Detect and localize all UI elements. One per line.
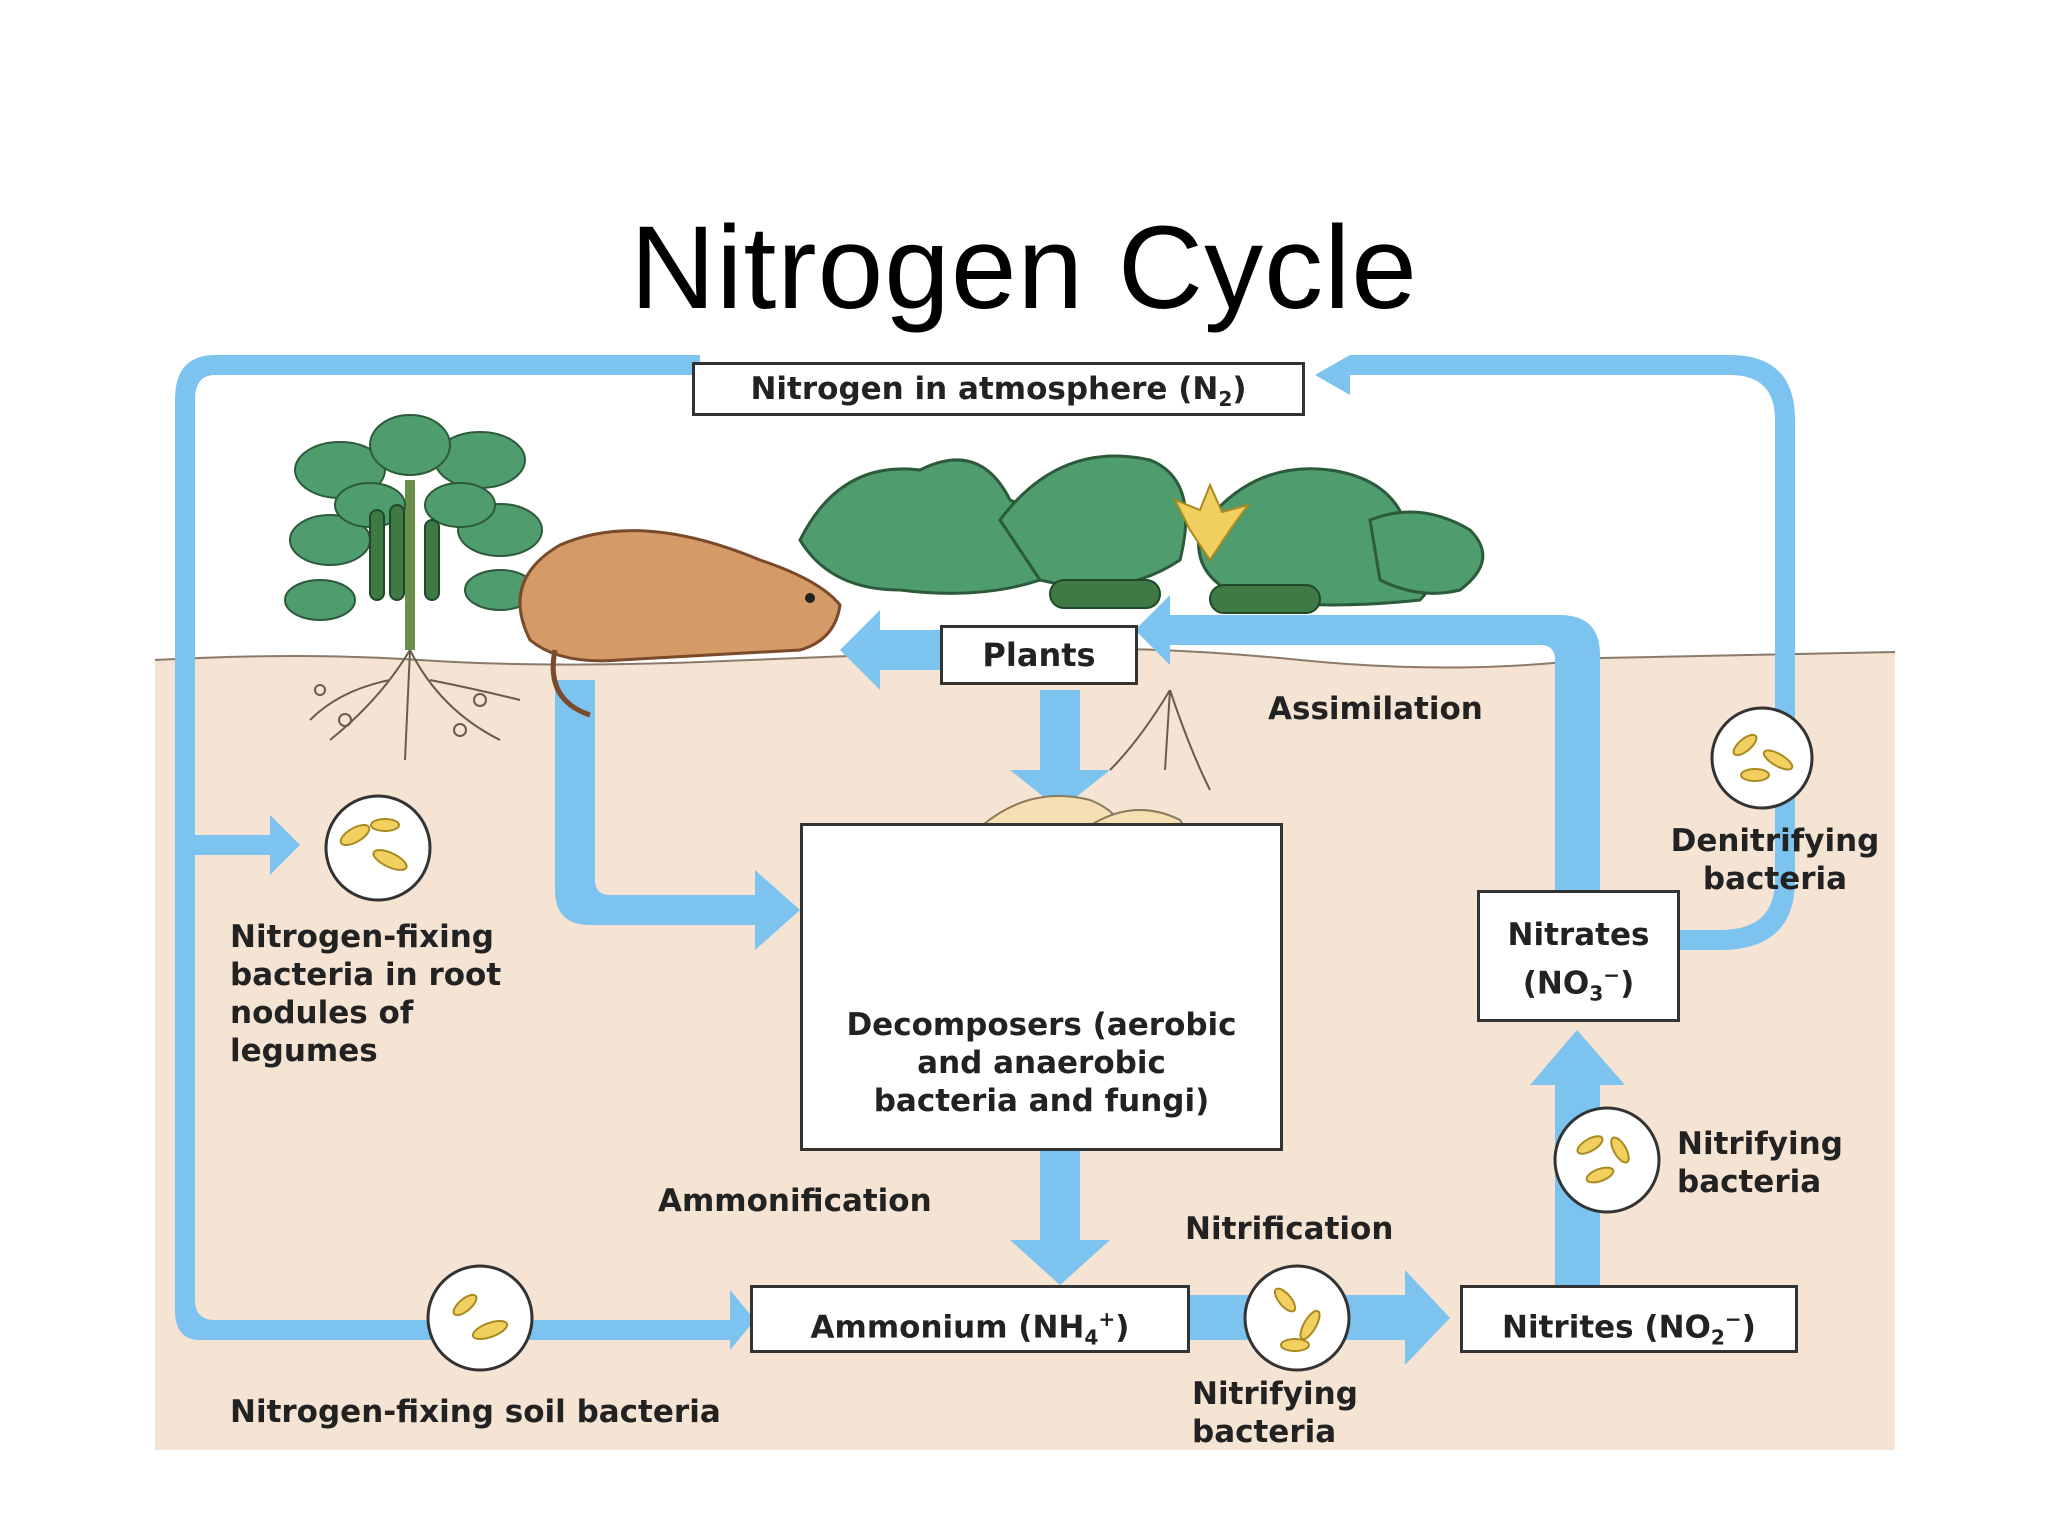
nitrates-sup: − bbox=[1603, 963, 1621, 987]
nitrifying-bottom-line-1: Nitrifying bbox=[1192, 1376, 1358, 1412]
root-line-1: Nitrogen-fixing bbox=[230, 919, 494, 955]
label-nitrogen-fixing-root: Nitrogen-fixing bacteria in root nodules… bbox=[230, 918, 501, 1070]
denitrifying-line-2: bacteria bbox=[1702, 861, 1848, 897]
nitrates-sub: 3 bbox=[1589, 981, 1604, 1006]
ammonium-pre: Ammonium (NH bbox=[810, 1309, 1085, 1346]
decomposers-line-1: Decomposers (aerobic bbox=[846, 1007, 1237, 1043]
label-ammonification: Ammonification bbox=[658, 1182, 932, 1220]
root-line-3: nodules of bbox=[230, 995, 414, 1031]
nitrifying-right-line-1: Nitrifying bbox=[1677, 1126, 1843, 1162]
nitrates-pre: (NO bbox=[1522, 965, 1590, 1002]
label-denitrifying-bacteria: Denitrifying bacteria bbox=[1655, 822, 1895, 898]
nitrites-sup: − bbox=[1724, 1307, 1742, 1331]
node-plants: Plants bbox=[940, 625, 1138, 685]
label-soil-bacteria: Nitrogen-fixing soil bacteria bbox=[230, 1393, 721, 1431]
root-line-4: legumes bbox=[230, 1033, 378, 1069]
node-nitrites: Nitrites (NO2−) bbox=[1460, 1285, 1798, 1353]
node-atmosphere: Nitrogen in atmosphere (N2) bbox=[692, 362, 1305, 416]
bacteria-nitrifying-right bbox=[1553, 1106, 1661, 1214]
label-assimilation: Assimilation bbox=[1268, 690, 1483, 728]
page-title: Nitrogen Cycle bbox=[630, 202, 1418, 334]
nitrites-tail: ) bbox=[1741, 1309, 1756, 1346]
node-nitrates: Nitrates (NO3−) bbox=[1477, 890, 1680, 1022]
nitrifying-bottom-line-2: bacteria bbox=[1192, 1414, 1337, 1450]
label-nitrification: Nitrification bbox=[1185, 1210, 1393, 1248]
ammonium-sup: + bbox=[1098, 1307, 1116, 1331]
bacteria-denitrifying bbox=[1710, 706, 1814, 810]
bacteria-root-nodule bbox=[324, 794, 432, 902]
ammonium-tail: ) bbox=[1115, 1309, 1130, 1346]
decomposers-line-2: and anaerobic bbox=[917, 1045, 1166, 1081]
bacteria-soil bbox=[426, 1264, 534, 1372]
legume-plant-illustration bbox=[284, 414, 543, 761]
root-line-2: bacteria in root bbox=[230, 957, 502, 993]
atmosphere-sub: 2 bbox=[1218, 387, 1233, 412]
assimilation-text: Assimilation bbox=[1268, 691, 1483, 727]
nitrates-tail: ) bbox=[1620, 965, 1635, 1002]
node-ammonium: Ammonium (NH4+) bbox=[750, 1285, 1190, 1353]
arrow-plants-to-animal bbox=[840, 610, 940, 690]
label-nitrifying-bacteria-bottom: Nitrifying bacteria bbox=[1192, 1375, 1358, 1451]
decomposers-line-3: bacteria and fungi) bbox=[873, 1083, 1210, 1119]
atmosphere-text: Nitrogen in atmosphere (N bbox=[750, 371, 1219, 407]
bacteria-nitrifying-bottom bbox=[1243, 1264, 1351, 1372]
squash-plant-illustration bbox=[798, 454, 1485, 791]
nitrification-text: Nitrification bbox=[1185, 1211, 1394, 1247]
nitrifying-right-line-2: bacteria bbox=[1677, 1164, 1822, 1200]
nitrites-sub: 2 bbox=[1710, 1325, 1725, 1350]
node-decomposers: Decomposers (aerobic and anaerobic bacte… bbox=[800, 823, 1283, 1151]
label-nitrifying-bacteria-right: Nitrifying bacteria bbox=[1677, 1125, 1843, 1201]
arrow-plants-to-decomposers bbox=[1010, 690, 1110, 810]
nitrates-line-1: Nitrates bbox=[1507, 917, 1650, 953]
animal-illustration bbox=[518, 529, 842, 718]
ammonification-text: Ammonification bbox=[658, 1183, 932, 1219]
atmosphere-tail: ) bbox=[1232, 371, 1247, 407]
arrow-animal-to-decomposers bbox=[555, 680, 800, 950]
arrow-assimilation bbox=[1135, 595, 1600, 890]
arrow-ammonification bbox=[1010, 1150, 1110, 1285]
arrow-to-nodules bbox=[195, 815, 300, 875]
soil-bacteria-text: Nitrogen-fixing soil bacteria bbox=[230, 1394, 721, 1430]
denitrifying-line-1: Denitrifying bbox=[1670, 823, 1880, 859]
plants-text: Plants bbox=[982, 636, 1096, 674]
nitrites-pre: Nitrites (NO bbox=[1502, 1309, 1711, 1346]
ammonium-sub: 4 bbox=[1084, 1325, 1099, 1350]
